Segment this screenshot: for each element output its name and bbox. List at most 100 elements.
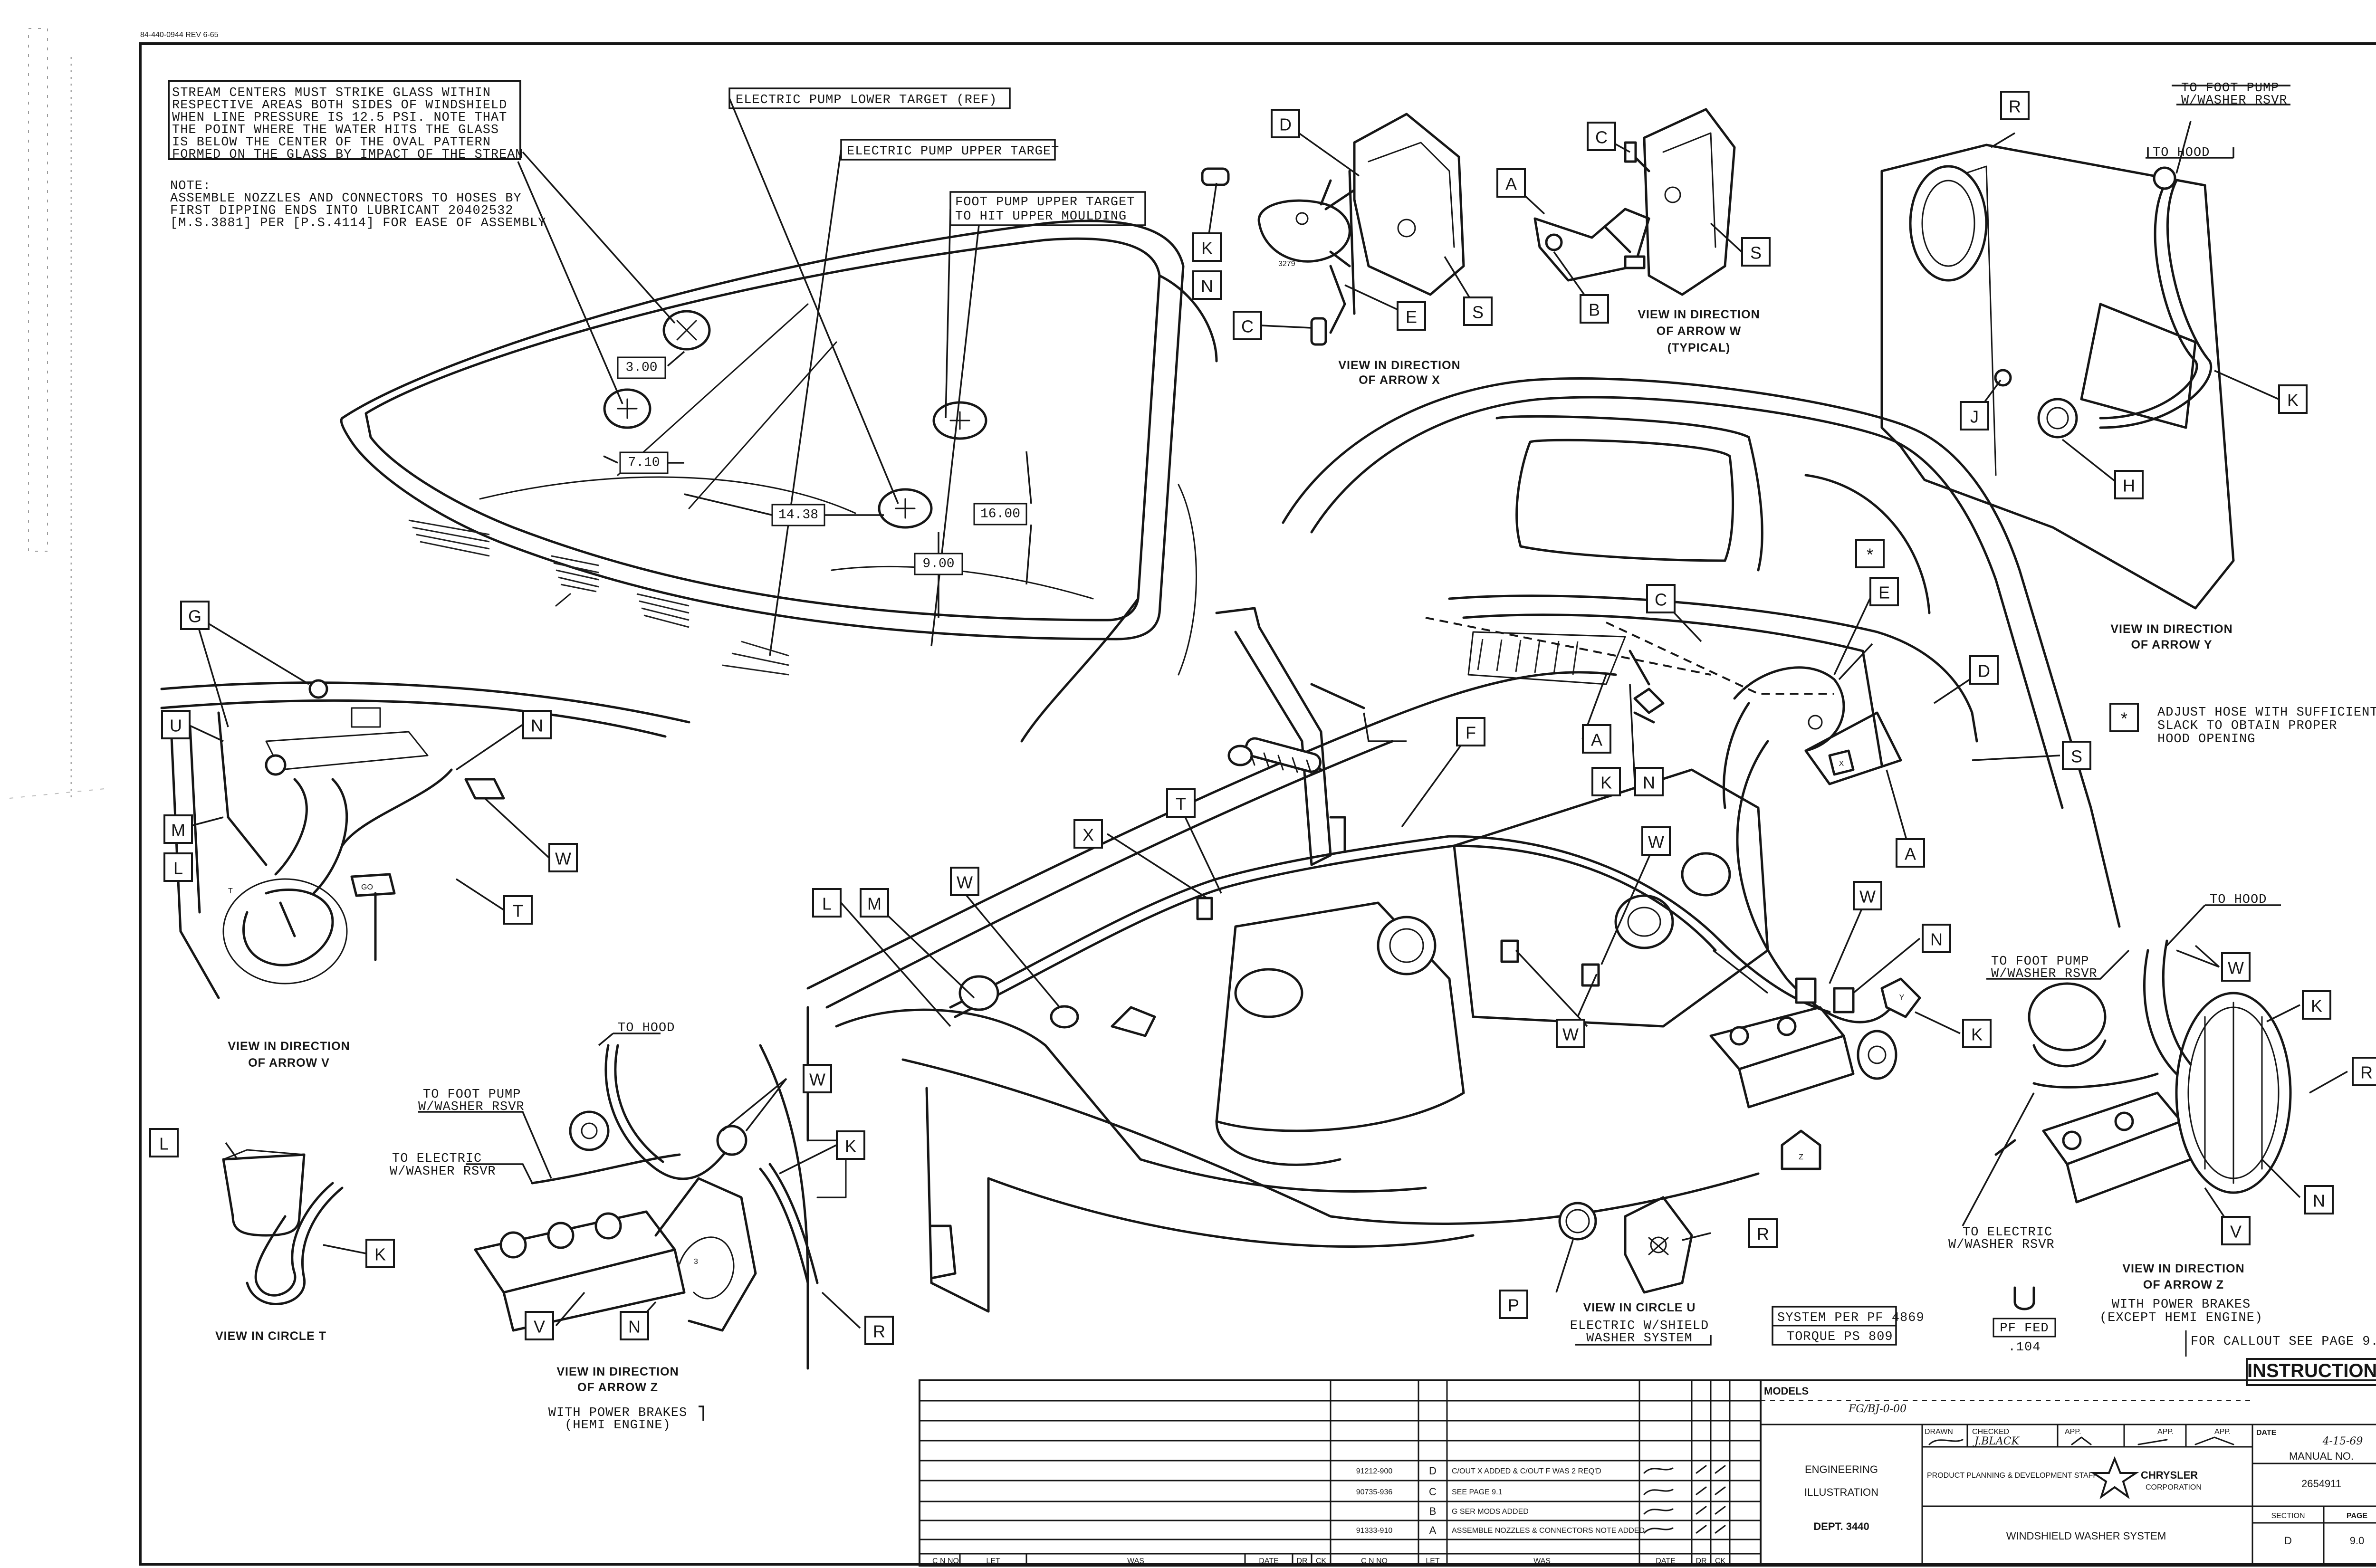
instructions-label: INSTRUCTIONS <box>2247 1360 2376 1381</box>
callout-r-box: R <box>2352 1057 2376 1086</box>
callout-letter: T <box>513 901 523 921</box>
callout-letter: W <box>1562 1025 1579 1044</box>
svg-text:Y: Y <box>1899 994 1905 1002</box>
callout-letter: N <box>1643 773 1655 793</box>
callout-w-box: W <box>803 1064 832 1093</box>
stream-note-line-5: IS BELOW THE CENTER OF THE OVAL PATTERN <box>172 135 491 150</box>
torque-spec: TORQUE PS 809 <box>1787 1330 1893 1344</box>
view-zh-line-2: OF ARROW Z <box>577 1381 658 1394</box>
callout-letter: A <box>1591 730 1602 750</box>
svg-text:T: T <box>228 887 233 895</box>
callout-letter: W <box>2228 958 2244 978</box>
dimension-7-10: 7.10 <box>628 456 660 470</box>
view-arrow-w-caption: VIEW IN DIRECTION OF ARROW W (TYPICAL) <box>1638 308 1759 354</box>
callout-letter: M <box>867 894 881 914</box>
callout-d-box: D <box>1969 655 1999 685</box>
callout-letter: G <box>188 607 201 626</box>
pf-fed-label: PF FED <box>2000 1321 2049 1336</box>
rev-was: G SER MODS ADDED <box>1452 1508 1529 1516</box>
dept-label: DEPT. 3440 <box>1813 1520 1869 1532</box>
callout-letter: K <box>374 1245 386 1264</box>
callout-l-box: L <box>812 888 842 918</box>
arrow-v-marker <box>1111 1006 1156 1037</box>
callout-w-box: W <box>548 843 578 872</box>
callout-k-box: K <box>365 1239 395 1268</box>
to-foot-pump-label-y: TO FOOT PUMP W/WASHER RSVR <box>2172 81 2290 108</box>
callout-m-box: M <box>860 888 889 918</box>
view-u-line-3: WASHER SYSTEM <box>1586 1331 1693 1346</box>
callout-letter: N <box>1201 277 1213 296</box>
revision-row: 90735-936 C SEE PAGE 9.1 <box>1356 1486 1726 1498</box>
callout-v-box: V <box>525 1311 554 1340</box>
to-hood-label-y: TO HOOD <box>2146 146 2234 160</box>
upper-target-label: ELECTRIC PUMP UPPER TARGET <box>847 144 1059 159</box>
system-spec: SYSTEM PER PF 4869 <box>1777 1311 1925 1325</box>
callout-letter: W <box>1859 887 1876 907</box>
callout-letter: H <box>2123 476 2135 496</box>
hose-adjust-note: ADJUST HOSE WITH SUFFICIENT SLACK TO OBT… <box>2157 706 2376 746</box>
hose-note-line-3: HOOD OPENING <box>2157 732 2255 746</box>
pf-fed-value: .104 <box>2008 1340 2041 1355</box>
section-value: D <box>2284 1535 2292 1547</box>
rev-header-dr-2: DR <box>1696 1557 1706 1565</box>
callout-letter: K <box>845 1137 856 1156</box>
view-circle-u-detail: VIEW IN CIRCLE U ELECTRIC W/SHIELD WASHE… <box>1555 1196 1712 1346</box>
callout-m-box: M <box>163 814 193 844</box>
manual-value: 2654911 <box>2301 1478 2341 1490</box>
callout-k-box: K <box>1962 1019 1992 1048</box>
callout-w-box: W <box>1853 881 1882 910</box>
callout-r-box: R <box>864 1316 894 1345</box>
view-v-line-1: VIEW IN DIRECTION <box>228 1040 350 1053</box>
callout-n-box: N <box>2304 1185 2334 1214</box>
to-electric-zp-line-2: W/WASHER RSVR <box>1948 1238 2055 1252</box>
callout-letter: F <box>1466 723 1476 743</box>
callout-letter: S <box>1472 303 1484 322</box>
view-x-line-2: OF ARROW X <box>1359 373 1440 387</box>
callout-k-box: K <box>2278 384 2308 414</box>
callout-letter: S <box>2071 747 2082 766</box>
callout-u-box: U <box>161 710 191 739</box>
callout-letter: L <box>159 1134 169 1154</box>
arrow-z-marker: Z <box>1781 1129 1821 1170</box>
view-y-line-1: VIEW IN DIRECTION <box>2110 622 2232 636</box>
svg-text:X: X <box>1839 760 1844 768</box>
rev-header-was-2: WAS <box>1533 1557 1551 1565</box>
scan-edge-artifacts <box>9 28 105 799</box>
checked-label: CHECKED <box>1972 1428 2009 1436</box>
callout-s-box: S <box>1741 237 1771 267</box>
callout-letter: B <box>1589 300 1600 320</box>
assemble-note-line-3: FIRST DIPPING ENDS INTO LUBRICANT 204025… <box>170 204 514 218</box>
models-value: FG/BJ-0-00 <box>1848 1403 1907 1415</box>
callout-c-box: C <box>1646 584 1676 613</box>
callout-c-box: C <box>1587 122 1616 151</box>
callout-letter: W <box>555 849 571 869</box>
target-labels: ELECTRIC PUMP LOWER TARGET (REF) ELECTRI… <box>728 87 1146 226</box>
rev-header-date: DATE <box>1259 1557 1278 1565</box>
hose-note-line-1: ADJUST HOSE WITH SUFFICIENT <box>2157 706 2376 720</box>
callout-w-box: W <box>1641 826 1671 856</box>
callout-e-box: E <box>1397 301 1426 331</box>
stream-note-line-3: WHEN LINE PRESSURE IS 12.5 PSI. NOTE THA… <box>172 111 507 125</box>
callout-j-box: J <box>1960 401 1989 430</box>
callout-star-box: * <box>2109 703 2139 732</box>
title-block: MODELS FG/BJ-0-00 ENGINEERING ILLUSTRATI… <box>1760 1379 2376 1567</box>
callout-d-box: D <box>1271 109 1300 138</box>
page-value: 9.0 <box>2350 1535 2365 1547</box>
callout-letter: N <box>531 716 543 736</box>
callout-letter: L <box>822 894 832 914</box>
arrow-w-marker <box>1633 688 1665 714</box>
view-circle-t-caption: VIEW IN CIRCLE T <box>215 1329 326 1343</box>
view-arrow-z-hemi-detail: 3 TO HOOD TO FOOT PUMP W/WASHER RSVR TO … <box>390 1021 861 1433</box>
view-arrow-v-detail: GO T VIEW IN DIRECTION OF ARROW V <box>160 614 690 1070</box>
to-electric-zp-line-1: TO ELECTRIC <box>1963 1225 2052 1240</box>
callout-letter: M <box>171 821 185 840</box>
revision-table: C N NO LET WAS DATE DR CK C N NO LET WAS… <box>919 1379 1762 1567</box>
view-zp-line-4: (EXCEPT HEMI ENGINE) <box>2099 1311 2263 1325</box>
to-electric-zh-line-2: W/WASHER RSVR <box>390 1165 496 1179</box>
arrow-x-marker: X <box>1828 749 1855 776</box>
revision-row: 91212-900 D C/OUT X ADDED & C/OUT F WAS … <box>1356 1465 1726 1477</box>
stream-note-box: STREAM CENTERS MUST STRIKE GLASS WITHIN … <box>168 80 523 162</box>
callout-letter: K <box>2311 996 2322 1016</box>
callout-letter: E <box>1878 583 1890 602</box>
